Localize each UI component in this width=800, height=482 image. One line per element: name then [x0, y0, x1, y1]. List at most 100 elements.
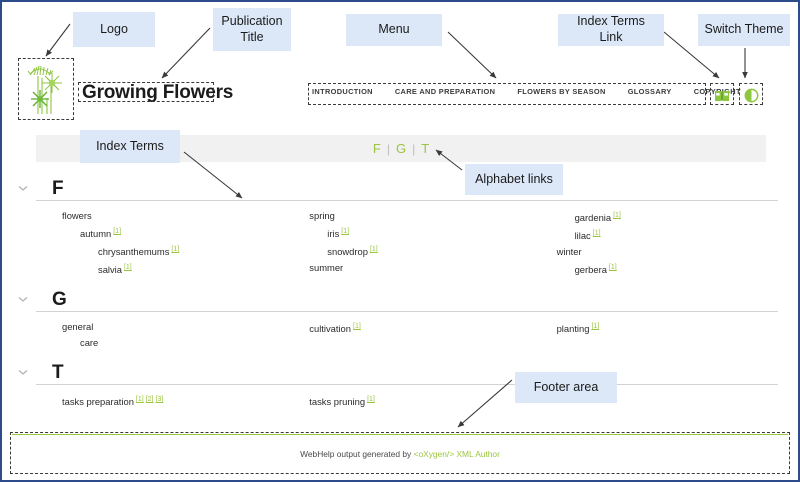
alphabet-separator: | — [386, 141, 390, 156]
index-term[interactable]: winter — [557, 244, 778, 260]
index-term-reference[interactable]: [3] — [155, 396, 164, 404]
index-term[interactable]: autumn[1] — [62, 224, 283, 242]
annotation-label: Logo — [100, 21, 128, 36]
index-term[interactable]: flowers — [62, 208, 283, 224]
index-term-reference[interactable]: [1] — [135, 396, 144, 404]
index-column: tasks preparation[1][2][3] — [36, 392, 283, 410]
index-term[interactable]: chrysanthemums[1] — [62, 242, 283, 260]
index-term-reference[interactable]: [1] — [369, 246, 378, 254]
menu-item-flowers-by-season[interactable]: FLOWERS BY SEASON — [517, 87, 606, 96]
index-term[interactable]: lilac[1] — [557, 226, 778, 244]
index-term-label: gardenia — [574, 212, 612, 224]
footer-area: WebHelp output generated by <oXygen/> XM… — [12, 434, 788, 473]
index-section-header: T — [18, 356, 778, 386]
annotation-label: Menu — [378, 22, 410, 37]
annotation-label: Index Terms — [96, 138, 164, 153]
index-term[interactable]: summer — [309, 260, 530, 276]
arrow-logo — [45, 23, 71, 57]
index-term[interactable]: care — [62, 335, 283, 351]
main-menu: INTRODUCTION CARE AND PREPARATION FLOWER… — [312, 87, 741, 96]
chevron-down-icon[interactable] — [17, 292, 29, 304]
index-term-label: salvia — [98, 264, 122, 276]
menu-item-introduction[interactable]: INTRODUCTION — [312, 87, 373, 96]
index-term-reference[interactable]: [1] — [613, 212, 621, 219]
half-circle-icon — [744, 88, 758, 102]
index-term[interactable]: gardenia[1] — [557, 208, 778, 226]
annotation-callout-footer-area: Footer area — [515, 372, 617, 403]
index-term[interactable]: tasks pruning[1] — [309, 392, 530, 410]
annotation-callout-menu: Menu — [346, 14, 442, 46]
annotation-label: Index Terms Link — [577, 14, 645, 44]
index-term[interactable]: snowdrop[1] — [309, 242, 530, 260]
index-term-reference[interactable]: [1] — [367, 396, 375, 404]
index-term-label: general — [62, 321, 94, 333]
index-term[interactable]: tasks preparation[1][2][3] — [62, 392, 283, 410]
index-term-reference[interactable]: [1] — [591, 323, 600, 331]
alphabet-link-f[interactable]: F — [372, 141, 381, 156]
index-column: planting[1] — [531, 319, 778, 351]
annotation-callout-logo: Logo — [73, 12, 155, 47]
index-term-label: chrysanthemums — [98, 246, 170, 258]
index-terms-link-button[interactable] — [713, 87, 731, 103]
footer-text: WebHelp output generated by <oXygen/> XM… — [300, 449, 500, 459]
alphabet-link-t[interactable]: T — [421, 141, 430, 156]
index-term-label: tasks preparation — [62, 396, 134, 408]
menu-item-glossary[interactable]: GLOSSARY — [627, 87, 672, 96]
index-term-label: summer — [309, 262, 344, 274]
index-term-label: care — [80, 337, 99, 349]
index-column: cultivation[1] — [283, 319, 530, 351]
logo[interactable] — [20, 60, 72, 122]
switch-theme-button[interactable] — [742, 87, 760, 103]
chevron-down-icon[interactable] — [17, 365, 29, 377]
index-term-label: iris — [327, 228, 340, 240]
menu-item-care-and-preparation[interactable]: CARE AND PREPARATION — [394, 87, 496, 96]
index-term[interactable]: salvia[1] — [62, 260, 283, 278]
index-term-label: planting — [556, 323, 590, 335]
index-term[interactable]: planting[1] — [557, 319, 778, 337]
alphabet-link-g[interactable]: G — [395, 141, 407, 156]
index-term[interactable]: spring — [309, 208, 530, 224]
footer-oxygen-link[interactable]: <oXygen/> XML Author — [413, 449, 500, 459]
annotation-callout-switch-theme: Switch Theme — [698, 14, 790, 46]
annotation-label: Switch Theme — [704, 22, 784, 37]
index-section-header: F — [18, 172, 778, 201]
index-term-label: tasks pruning — [309, 396, 366, 408]
index-column: general care — [36, 319, 283, 351]
index-term-reference[interactable]: [1] — [592, 230, 601, 238]
chevron-down-icon[interactable] — [17, 181, 29, 193]
arrow-menu — [447, 31, 497, 79]
index-term-reference[interactable]: [1] — [123, 264, 132, 272]
index-term[interactable]: gerbera[1] — [557, 260, 778, 278]
index-term-reference[interactable]: [1] — [171, 246, 180, 254]
annotation-label: Publication Title — [221, 13, 283, 44]
index-columns: tasks preparation[1][2][3]tasks pruning[… — [36, 385, 778, 410]
index-term-reference[interactable]: [1] — [353, 323, 361, 331]
index-term[interactable]: cultivation[1] — [309, 319, 530, 337]
index-section-header: G — [18, 283, 778, 313]
index-term-label: spring — [309, 210, 335, 221]
index-section-letter: F — [52, 178, 64, 199]
footer-static-text: WebHelp output generated by — [300, 449, 414, 459]
index-term[interactable]: general — [62, 319, 283, 335]
index-term-label: cultivation — [309, 323, 351, 335]
index-term[interactable]: iris[1] — [309, 224, 530, 242]
index-term-reference[interactable]: [1] — [113, 228, 122, 235]
index-term-reference[interactable]: [1] — [608, 264, 617, 272]
page-title: Growing Flowers — [82, 82, 234, 103]
index-term-reference[interactable]: [2] — [145, 396, 154, 404]
book-icon — [715, 90, 729, 101]
annotation-callout-index-terms: Index Terms — [80, 130, 180, 163]
index-term-label: gerbera — [574, 264, 607, 276]
arrow-publication-title — [161, 27, 211, 79]
index-section-letter: T — [52, 362, 64, 384]
flowers-logo-icon — [27, 65, 62, 114]
index-term-reference[interactable]: [1] — [341, 228, 350, 235]
annotation-callout-publication-title: Publication Title — [213, 8, 291, 51]
